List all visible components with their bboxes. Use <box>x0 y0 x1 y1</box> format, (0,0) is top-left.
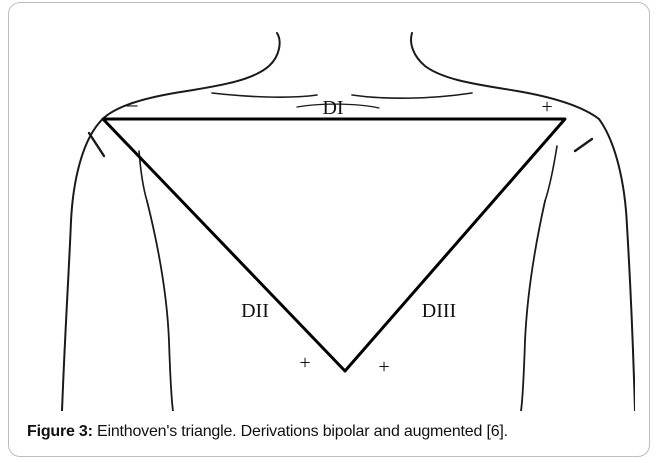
collarbone-right <box>352 93 472 98</box>
figure-caption: Figure 3: Einthoven's triangle. Derivati… <box>27 423 637 441</box>
lead-di-label: DI <box>322 97 343 119</box>
plus-sign-right-shoulder: + <box>541 96 552 118</box>
right-arm-outer <box>599 119 635 411</box>
figure-label: Figure 3: <box>27 423 93 440</box>
caption-text: Einthoven's triangle. Derivations bipola… <box>93 423 508 440</box>
figure-frame: DI DII DIII – + + + Figure 3: Einthoven'… <box>8 2 650 457</box>
minus-sign-left-shoulder: – <box>126 91 139 116</box>
right-torso-side <box>521 201 545 411</box>
lead-diii-label: DIII <box>422 300 456 322</box>
left-arm-outer <box>62 123 99 411</box>
left-electrode-mark <box>89 133 104 156</box>
right-armpit <box>545 146 557 201</box>
einthoven-triangle <box>103 119 565 371</box>
einthoven-diagram: DI DII DIII – + + + <box>27 11 635 411</box>
neck-right-outline <box>411 33 599 119</box>
collarbone-left <box>212 93 317 97</box>
plus-sign-bottom-left: + <box>299 352 310 374</box>
plus-sign-bottom-right: + <box>378 356 389 378</box>
right-electrode-mark <box>575 139 592 151</box>
left-torso-side <box>147 201 173 411</box>
lead-dii-label: DII <box>241 300 269 322</box>
